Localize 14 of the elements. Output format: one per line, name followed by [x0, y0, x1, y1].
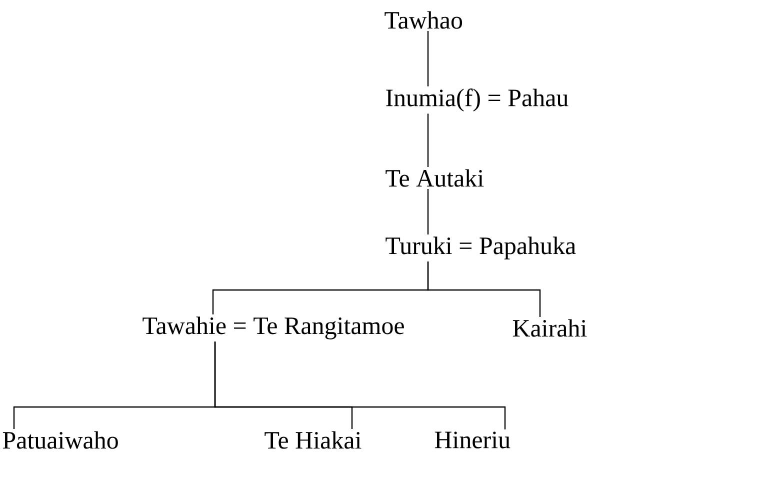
- name-label: Kairahi: [512, 319, 587, 337]
- tree-line: [427, 114, 429, 167]
- tree-line: [214, 342, 506, 430]
- name-label: Tawahie = Te Rangitamoe: [142, 316, 404, 340]
- name-label: Te Hiakai: [264, 431, 362, 449]
- name-label: Patuaiwaho: [2, 431, 118, 449]
- tree-line: [427, 262, 541, 317]
- name-label: Turuki = Papahuka: [386, 236, 576, 260]
- name-label: Te Autaki: [386, 169, 484, 187]
- name-label: Hineriu: [434, 432, 510, 448]
- name-label: Inumia(f) = Pahau: [386, 88, 568, 112]
- name-label: Tawhao: [384, 11, 462, 29]
- tree-line: [427, 31, 429, 86]
- tree-line: [427, 189, 429, 234]
